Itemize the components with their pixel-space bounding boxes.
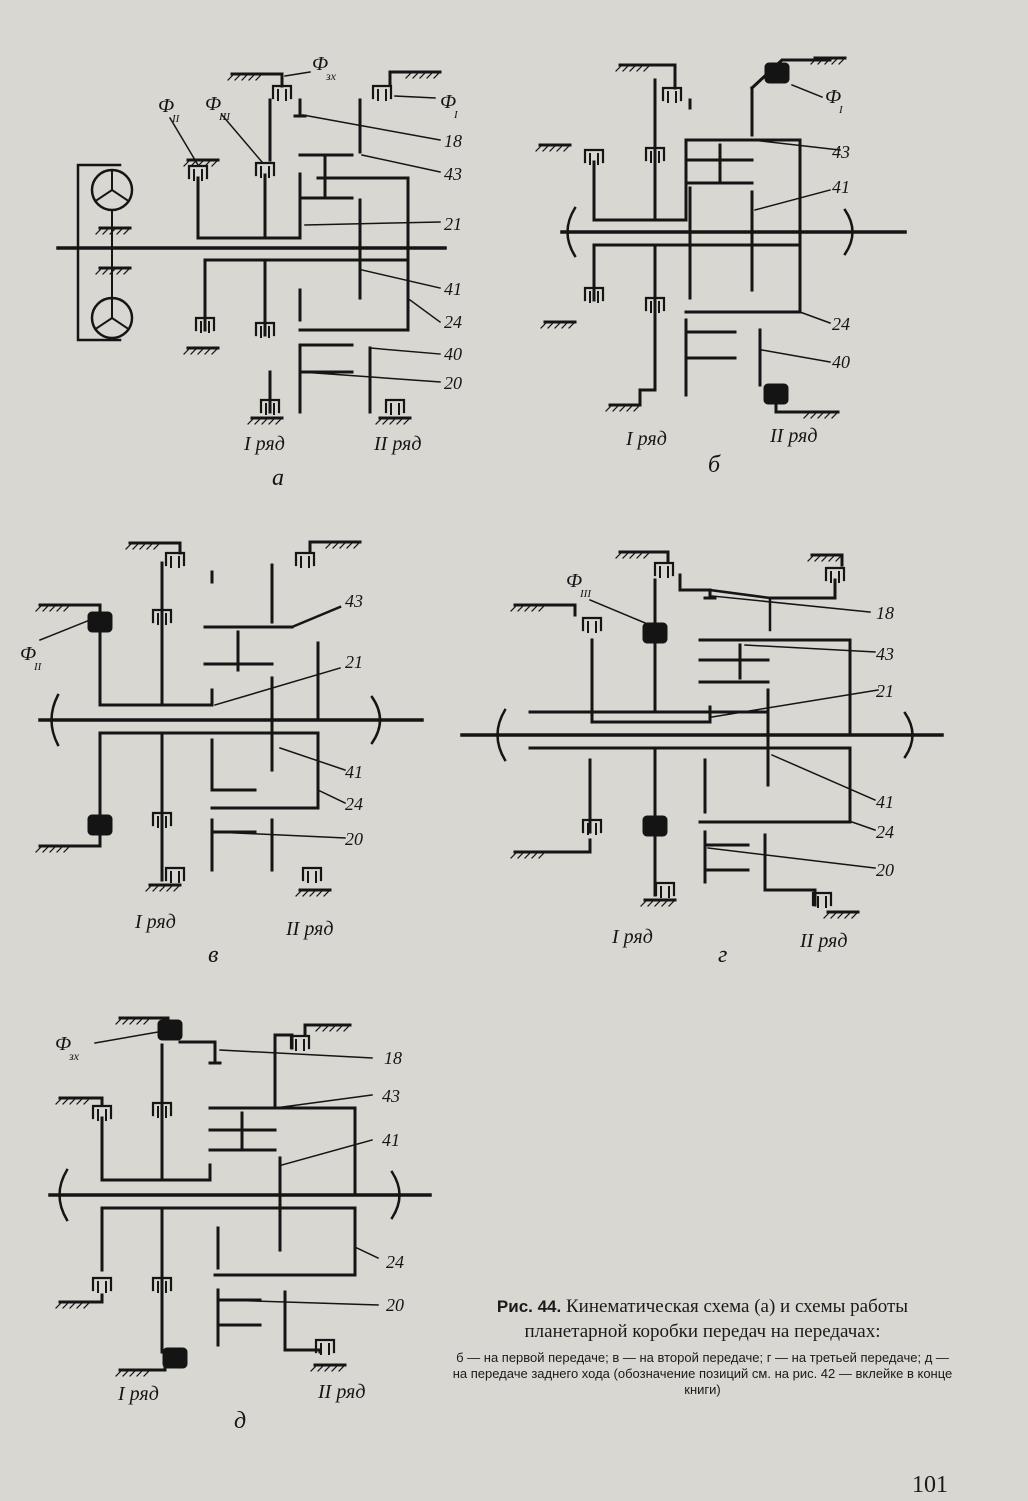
scheme-g-number: 18 bbox=[876, 603, 894, 623]
scheme-a-clutch-sub: III bbox=[218, 111, 231, 123]
scheme-v-number: 41 bbox=[345, 762, 363, 782]
figure-caption: Рис. 44. Кинематическая схема (а) и схем… bbox=[450, 1294, 955, 1398]
scheme-a-number: 40 bbox=[444, 344, 462, 364]
scheme-a-letter: а bbox=[272, 465, 284, 491]
scheme-b-number: 43 bbox=[832, 142, 850, 162]
scheme-a-number: 43 bbox=[444, 164, 462, 184]
scheme-a-clutch-sub: I bbox=[453, 109, 459, 121]
scheme-d-number: 18 bbox=[384, 1048, 402, 1068]
scheme-d: Ф зх 18 43 41 24 20 I ряд II ряд д bbox=[48, 1016, 432, 1434]
scheme-v-letter: в bbox=[208, 942, 218, 968]
scheme-a-clutch-sub: II bbox=[171, 113, 181, 125]
scheme-b-number: 24 bbox=[832, 314, 850, 334]
scheme-b-row-2: II ряд bbox=[769, 425, 817, 447]
scheme-a-clutch-sub: зх bbox=[325, 69, 337, 83]
scheme-g-row-1: I ряд bbox=[611, 926, 653, 948]
scheme-g-number: 43 bbox=[876, 644, 894, 664]
scheme-d-letter: д bbox=[234, 1408, 246, 1434]
scheme-a-clutch-label: Ф bbox=[158, 95, 174, 117]
scheme-b-drawing bbox=[534, 56, 907, 420]
scheme-v-clutch-label: Ф bbox=[20, 643, 36, 665]
scheme-v-clutch-sub: II bbox=[33, 661, 43, 673]
scheme-v-number: 20 bbox=[345, 829, 363, 849]
page-number: 101 bbox=[912, 1472, 948, 1498]
scheme-b-row-1: I ряд bbox=[625, 428, 667, 450]
scheme-b-clutch-sub: I bbox=[838, 104, 844, 116]
scheme-b-number: 40 bbox=[832, 352, 850, 372]
scheme-a-row-1: I ряд bbox=[243, 433, 285, 455]
scheme-a-clutch-label: Ф bbox=[205, 93, 221, 115]
scheme-a: Ф II Ф III Ф зх Ф I 18 43 21 41 24 40 20… bbox=[56, 53, 462, 491]
scheme-a-number: 24 bbox=[444, 312, 462, 332]
caption-label: Рис. 44. bbox=[496, 1297, 562, 1316]
scheme-d-clutch-sub: зх bbox=[68, 1049, 80, 1063]
caption-main: Рис. 44. Кинематическая схема (а) и схем… bbox=[450, 1294, 955, 1344]
scheme-a-drawing bbox=[56, 70, 447, 426]
scheme-v-number: 24 bbox=[345, 794, 363, 814]
caption-text: Кинематическая схема (а) и схемы работы … bbox=[524, 1296, 909, 1342]
scheme-v-number: 43 bbox=[345, 591, 363, 611]
scheme-v: Ф II 43 21 41 24 20 I ряд II ряд в bbox=[20, 540, 424, 968]
scheme-a-row-2: II ряд bbox=[373, 433, 421, 455]
scheme-a-number: 41 bbox=[444, 279, 462, 299]
scheme-g-clutch-label: Ф bbox=[566, 570, 582, 592]
scheme-g-number: 41 bbox=[876, 792, 894, 812]
scheme-d-number: 20 bbox=[386, 1295, 404, 1315]
scheme-d-number: 24 bbox=[386, 1252, 404, 1272]
scheme-g: Ф III 18 43 21 41 24 20 I ряд II ряд г bbox=[460, 550, 944, 968]
scheme-d-row-1: I ряд bbox=[117, 1383, 159, 1405]
scheme-g-row-2: II ряд bbox=[799, 930, 847, 952]
scheme-d-number: 43 bbox=[382, 1086, 400, 1106]
scheme-v-drawing bbox=[34, 540, 424, 898]
scheme-b-letter: б bbox=[708, 452, 721, 478]
scheme-a-clutch-label: Ф bbox=[312, 53, 328, 75]
scheme-v-number: 21 bbox=[345, 652, 363, 672]
scheme-b-clutch-label: Ф bbox=[825, 86, 841, 108]
scheme-g-drawing bbox=[460, 550, 944, 920]
scheme-g-number: 20 bbox=[876, 860, 894, 880]
scheme-g-number: 24 bbox=[876, 822, 894, 842]
scheme-v-row-2: II ряд bbox=[285, 918, 333, 940]
scheme-b-number: 41 bbox=[832, 177, 850, 197]
scheme-d-row-2: II ряд bbox=[317, 1381, 365, 1403]
scheme-g-letter: г bbox=[718, 942, 727, 968]
scheme-d-clutch-label: Ф bbox=[55, 1033, 71, 1055]
scheme-d-drawing bbox=[48, 1016, 432, 1378]
scheme-d-number: 41 bbox=[382, 1130, 400, 1150]
scheme-a-number: 18 bbox=[444, 131, 462, 151]
caption-legend: б — на первой передаче; в — на второй пе… bbox=[452, 1350, 953, 1397]
scheme-g-clutch-sub: III bbox=[579, 588, 592, 600]
scheme-a-number: 21 bbox=[444, 214, 462, 234]
scheme-v-row-1: I ряд bbox=[134, 911, 176, 933]
scheme-g-number: 21 bbox=[876, 681, 894, 701]
scheme-a-clutch-label: Ф bbox=[440, 91, 456, 113]
scheme-a-number: 20 bbox=[444, 373, 462, 393]
scheme-b: Ф I 43 41 24 40 I ряд II ряд б bbox=[534, 56, 907, 478]
